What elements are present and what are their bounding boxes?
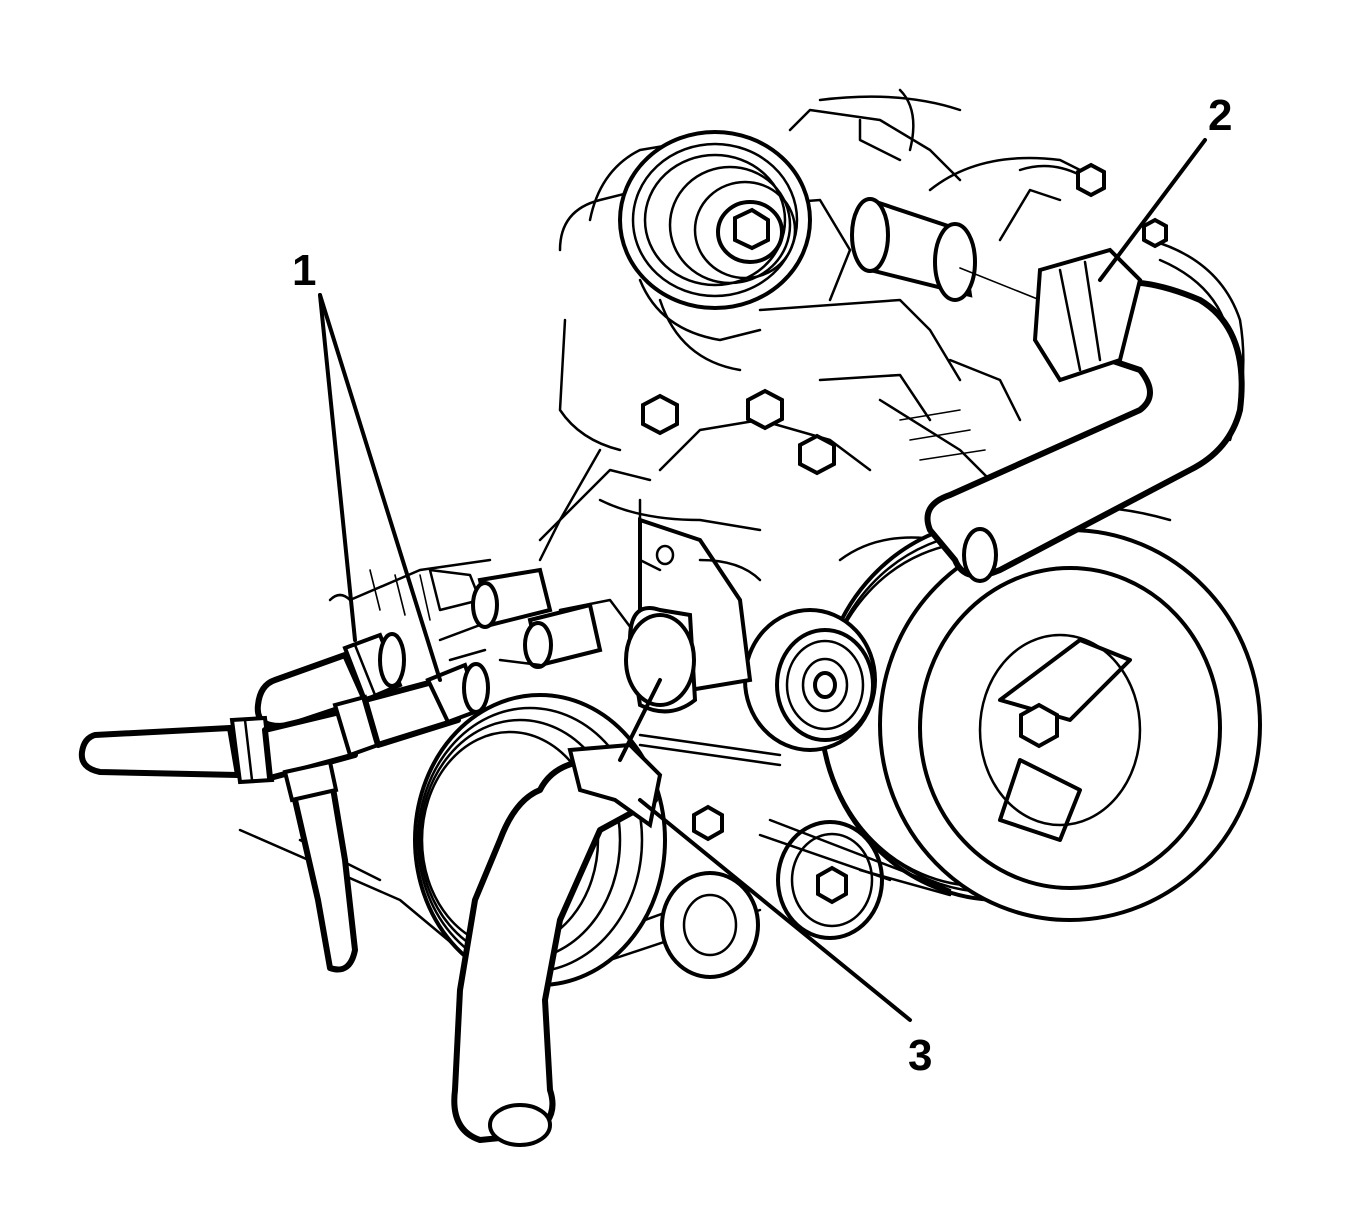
hose-clamp	[567, 742, 663, 829]
engine-bolts	[641, 162, 1168, 842]
leader-line-3b	[618, 678, 662, 762]
leader-line-2	[1098, 138, 1207, 282]
heater-pipes	[438, 567, 603, 669]
drive-belt	[638, 733, 952, 897]
callout-1: 1	[292, 246, 316, 295]
leader-lines	[318, 138, 1207, 1022]
bolt	[641, 393, 679, 436]
leader-line-1b	[318, 293, 442, 682]
bolt	[1142, 217, 1168, 249]
callout-3: 3	[908, 1031, 932, 1080]
bolt	[798, 433, 836, 476]
bolt	[746, 388, 784, 431]
bolt	[692, 804, 724, 842]
upper-idler-pulley	[588, 130, 812, 372]
thermostat-housing	[624, 498, 762, 714]
bolt	[1076, 162, 1106, 198]
leader-line-1a	[318, 293, 357, 642]
callout-2: 2	[1208, 91, 1232, 140]
belt-tensioner	[743, 608, 877, 752]
lower-radiator-hose	[451, 742, 663, 1147]
heater-hose-lower	[78, 662, 490, 973]
leader-line-3	[638, 798, 912, 1022]
upper-sensor	[850, 188, 1062, 302]
crankshaft-pulley	[818, 518, 1262, 922]
lower-idler-pulley	[660, 820, 884, 979]
upper-radiator-hose	[924, 247, 1245, 583]
hose-clamp	[282, 759, 339, 803]
